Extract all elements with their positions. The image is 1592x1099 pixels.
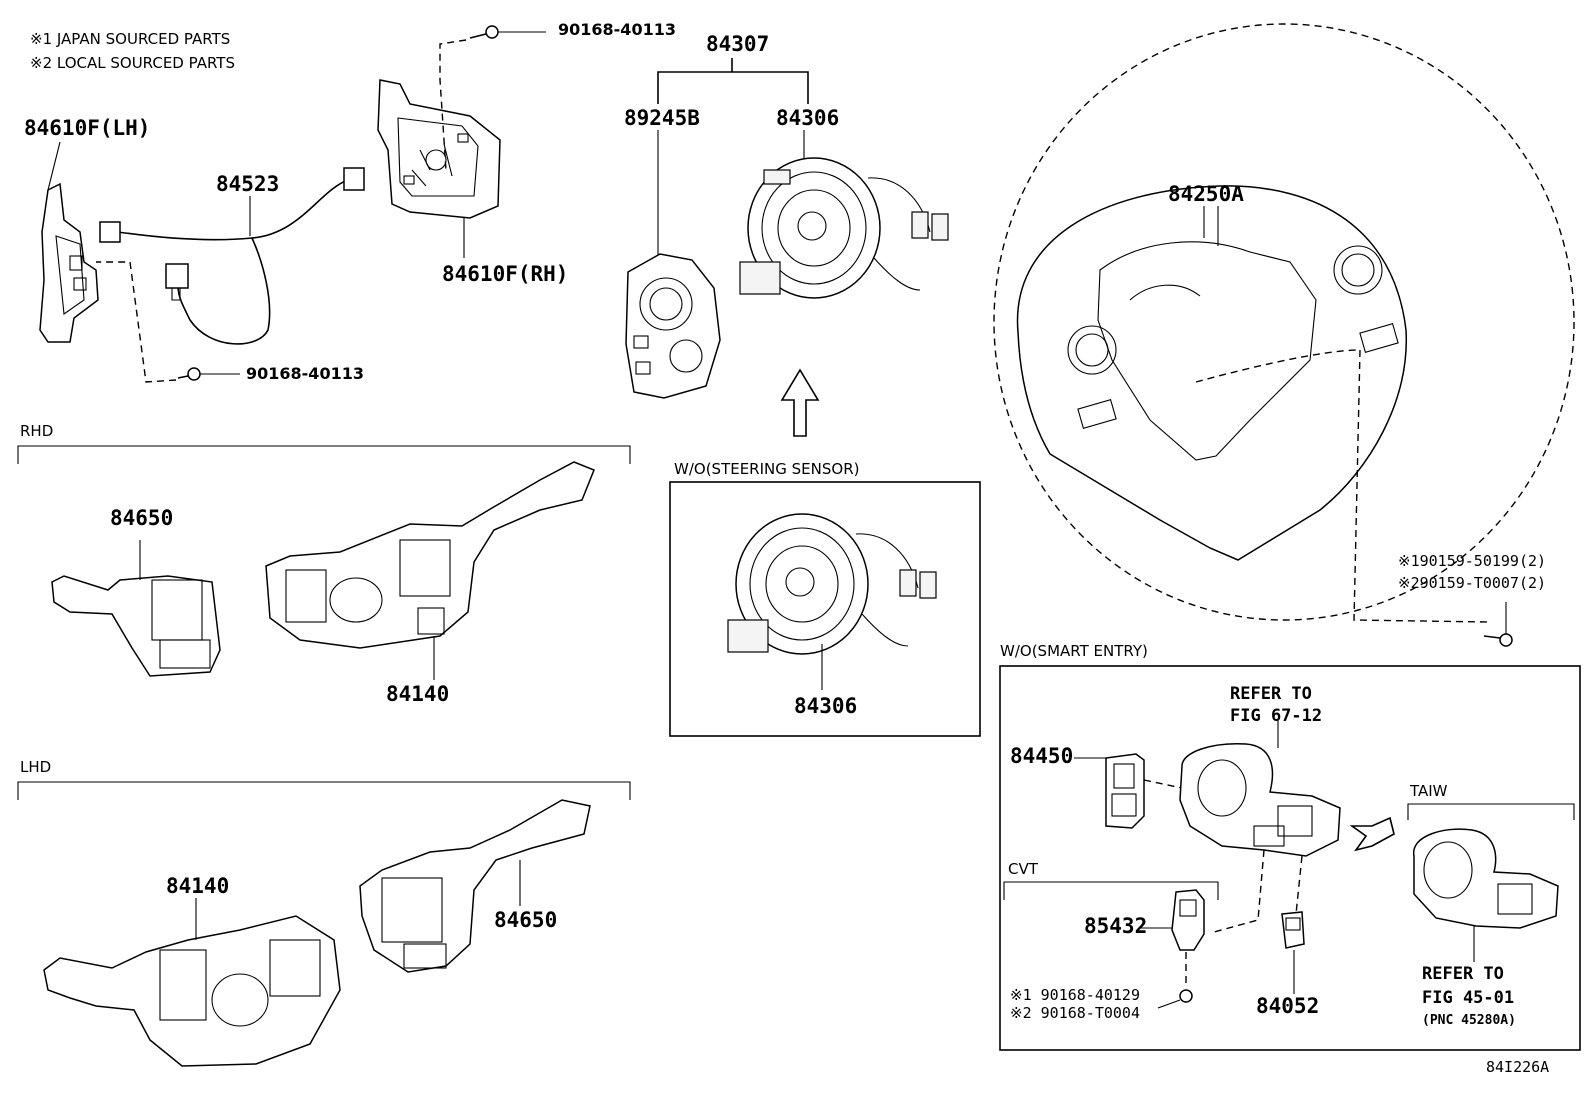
- label-85432: 85432: [1084, 914, 1148, 938]
- turn-switch-84650-lhd: [359, 799, 591, 973]
- bracket-cvt: [1003, 881, 1219, 900]
- screw-90168-40113-top: [439, 25, 546, 171]
- bracket-84307: [657, 58, 809, 258]
- bracket-taiw: [1407, 803, 1575, 820]
- ref-fig67-line2: FIG 67-12: [1230, 706, 1323, 726]
- label-84306-box: 84306: [794, 694, 858, 718]
- label-90168-40113-top: 90168-40113: [558, 20, 676, 39]
- box-wo-steering-sensor: [669, 481, 981, 737]
- note-japan-sourced: ※1 JAPAN SOURCED PARTS: [30, 30, 231, 48]
- label-84450: 84450: [1010, 744, 1074, 768]
- steering-sensor-89245B: [625, 253, 721, 399]
- label-screw-cvt-1: ※1 90168-40129: [1010, 986, 1140, 1004]
- leader-84610F-lh: [47, 141, 61, 191]
- label-screw-cvt-2: ※2 90168-T0004: [1010, 1004, 1140, 1022]
- switch-84052: [1281, 911, 1305, 994]
- combo-switch-84140-lhd: [43, 898, 341, 1067]
- screw-90159-wheel: [1483, 602, 1513, 647]
- label-84250A: 84250A: [1168, 182, 1244, 206]
- switch-lh-84610F: [39, 182, 99, 343]
- bracket-rhd: [17, 445, 631, 464]
- label-84140-lhd: 84140: [166, 874, 230, 898]
- turn-switch-84650-rhd: [51, 540, 221, 677]
- section-rhd: RHD: [20, 422, 54, 440]
- key-interlock-85432: [1140, 889, 1205, 1009]
- ignition-lock-housing: [1179, 720, 1341, 933]
- arrow-left-icon: [1349, 816, 1395, 852]
- diagram-id: 84I226A: [1486, 1058, 1550, 1076]
- steering-wheel-84250A: [993, 23, 1575, 623]
- label-84052: 84052: [1256, 994, 1320, 1018]
- ref-fig45-line3: (PNC 45280A): [1422, 1013, 1516, 1028]
- label-84306-top: 84306: [776, 106, 840, 130]
- label-84610F-rh: 84610F(RH): [442, 262, 569, 286]
- bracket-lhd: [17, 781, 631, 800]
- label-89245B: 89245B: [624, 106, 700, 130]
- note-local-sourced: ※2 LOCAL SOURCED PARTS: [30, 54, 235, 72]
- transponder-84450: [1074, 753, 1183, 829]
- label-screw-wheel-1: ※190159-50199(2): [1398, 552, 1547, 570]
- ref-fig45-line2: FIG 45-01: [1422, 988, 1515, 1008]
- label-84523: 84523: [216, 172, 280, 196]
- label-84307: 84307: [706, 32, 770, 56]
- label-84140-rhd: 84140: [386, 682, 450, 706]
- section-wo-steering-sensor: W/O(STEERING SENSOR): [674, 460, 860, 478]
- label-84650-rhd: 84650: [110, 506, 174, 530]
- section-taiw: TAIW: [1410, 782, 1448, 800]
- spiral-cable-84306-top: [739, 157, 949, 299]
- box-wo-smart-entry: [999, 665, 1581, 1051]
- section-lhd: LHD: [20, 758, 52, 776]
- label-90168-40113-bottom: 90168-40113: [246, 364, 364, 383]
- wire-harness-84523: [99, 167, 365, 345]
- label-84650-lhd: 84650: [494, 908, 558, 932]
- label-84610F-lh: 84610F(LH): [24, 116, 151, 140]
- ref-fig45-line1: REFER TO: [1422, 964, 1504, 984]
- combo-switch-84140-rhd: [265, 461, 595, 680]
- screw-90168-40113-bottom: [96, 261, 240, 383]
- ignition-lock-taiw: [1413, 828, 1559, 962]
- switch-rh-84610F: [377, 79, 501, 219]
- section-cvt: CVT: [1008, 860, 1038, 878]
- ref-fig67-line1: REFER TO: [1230, 684, 1312, 704]
- spiral-cable-84306-box: [727, 513, 937, 690]
- section-wo-smart-entry: W/O(SMART ENTRY): [1000, 642, 1148, 660]
- label-screw-wheel-2: ※290159-T0007(2): [1398, 574, 1547, 592]
- arrow-up-icon: [780, 368, 820, 437]
